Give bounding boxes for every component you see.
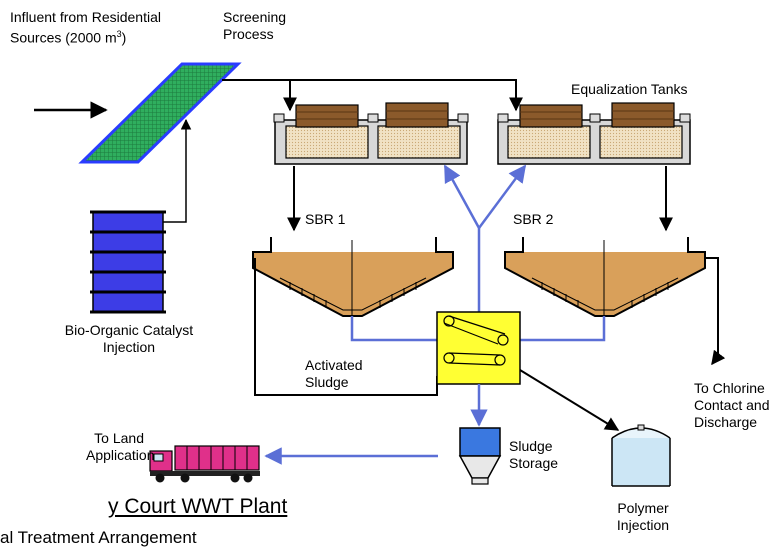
influent-label: Influent from Residential Sources (2000 … [10, 9, 161, 46]
blue-return-line-2 [477, 164, 527, 229]
polymer-tank [611, 424, 671, 487]
land-application-label: To Land Application [86, 430, 155, 463]
sbr2-to-press-line [520, 316, 606, 342]
dump-truck [149, 445, 260, 483]
screening-screen [78, 62, 242, 164]
page-subtitle: al Treatment Arrangement [0, 528, 197, 547]
equalization-tank-2 [497, 102, 691, 165]
screen-to-tanks-line [222, 79, 523, 112]
catalyst-container [90, 210, 166, 314]
sludge-press [436, 311, 521, 385]
sbr2-to-chlorine-arrow [705, 257, 726, 366]
activated-sludge-line [254, 258, 438, 396]
press-to-polymer-arrow [519, 369, 620, 431]
sbr1-label: SBR 1 [305, 211, 346, 227]
screening-label: Screening Process [223, 9, 287, 42]
sbr1-to-press-line [350, 316, 437, 342]
catalyst-label: Bio-Organic Catalyst Injection [64, 322, 194, 355]
polymer-label: Polymer Injection [616, 500, 670, 533]
sbr-2-tank [504, 237, 706, 317]
page-title: y Court WWT Plant [108, 495, 288, 518]
sbr2-label: SBR 2 [513, 211, 554, 227]
sbr-1-tank [252, 237, 454, 317]
sludge-storage-hopper [458, 427, 502, 485]
sludge-storage-label: Sludge Storage [509, 438, 559, 471]
chlorine-label: To Chlorine Contact and Discharge [694, 380, 770, 430]
blue-return-line [443, 164, 481, 312]
activated-sludge-label: Activated Sludge [305, 357, 363, 390]
equalization-tank-1 [273, 102, 469, 165]
catalyst-feed-line [163, 118, 192, 223]
equalization-label: Equalization Tanks [571, 81, 688, 97]
